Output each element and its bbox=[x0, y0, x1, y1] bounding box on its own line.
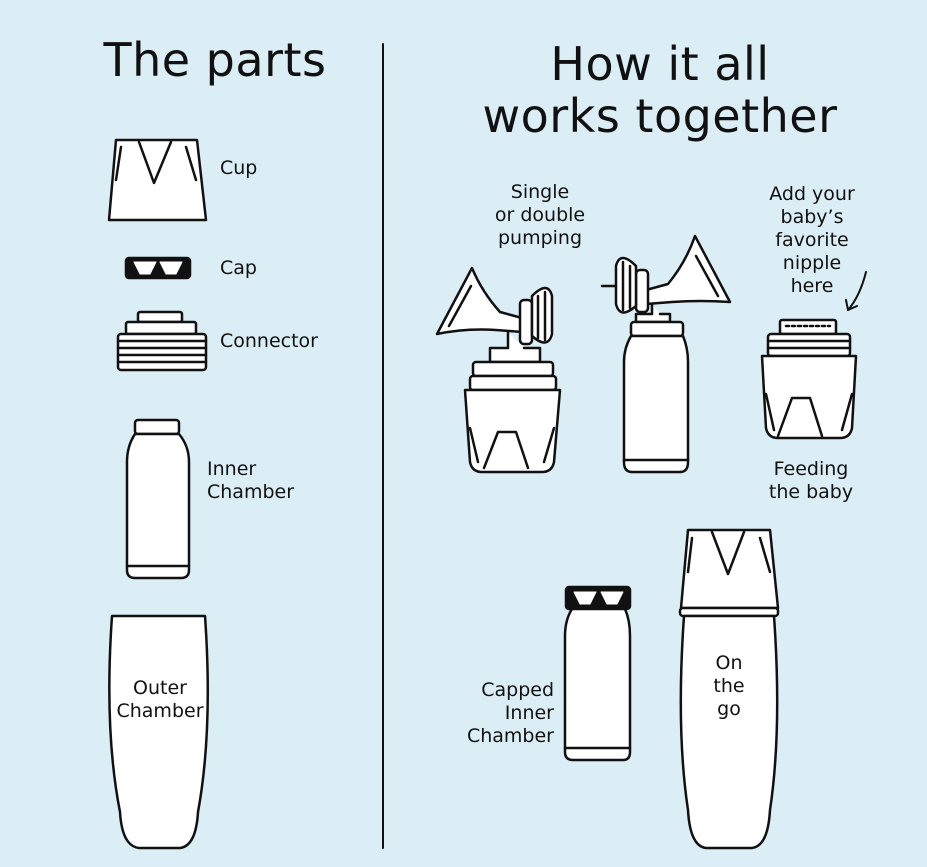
on-the-go-icon bbox=[680, 530, 778, 848]
label-line: Capped bbox=[481, 679, 554, 701]
arrow-icon bbox=[846, 272, 866, 310]
inner-chamber-icon bbox=[127, 420, 189, 578]
cap-icon bbox=[126, 258, 190, 278]
label-line: baby’s bbox=[780, 206, 844, 228]
label-line: or double bbox=[494, 204, 586, 226]
capped-inner-chamber-icon bbox=[565, 587, 630, 760]
label-outer-chamber: Outer Chamber bbox=[110, 677, 210, 723]
parts-title: The parts bbox=[103, 33, 327, 87]
label-capped-inner-chamber: Capped Inner Chamber bbox=[440, 679, 554, 748]
label-line: Chamber bbox=[116, 700, 204, 722]
feeding-assembly-icon bbox=[762, 320, 856, 438]
label-line: nipple bbox=[782, 252, 842, 274]
label-line: Add your bbox=[769, 183, 855, 205]
label-line: go bbox=[717, 698, 741, 720]
label-line: Chamber bbox=[466, 725, 554, 747]
label-line: Outer bbox=[133, 677, 187, 699]
label-inner-chamber: Inner Chamber bbox=[207, 458, 294, 504]
label-line: here bbox=[790, 275, 834, 297]
label-line: Inner bbox=[207, 458, 257, 480]
title-line-1: How it all bbox=[550, 37, 770, 91]
label-on-the-go: On the go bbox=[699, 652, 759, 721]
label-nipple: Add your baby’s favorite nipple here bbox=[752, 183, 872, 298]
label-line: Inner bbox=[504, 702, 554, 724]
label-pumping: Single or double pumping bbox=[480, 181, 600, 250]
connector-icon bbox=[118, 312, 206, 370]
label-line: favorite bbox=[775, 229, 849, 251]
label-line: On bbox=[715, 652, 743, 674]
label-connector: Connector bbox=[220, 330, 318, 352]
label-line: pumping bbox=[497, 227, 583, 249]
label-feeding: Feeding the baby bbox=[756, 458, 866, 504]
double-pump-icon bbox=[602, 236, 730, 472]
cup-icon bbox=[109, 140, 206, 220]
label-line: Feeding bbox=[773, 458, 849, 480]
how-it-works-title: How it all works together bbox=[440, 38, 880, 142]
label-cup: Cup bbox=[220, 157, 258, 179]
outer-chamber-icon bbox=[109, 616, 207, 848]
label-line: Chamber bbox=[207, 481, 295, 503]
label-line: the baby bbox=[768, 481, 854, 503]
label-cap: Cap bbox=[220, 257, 257, 279]
label-line: Single bbox=[510, 181, 570, 203]
title-line-2: works together bbox=[482, 89, 838, 143]
label-line: the bbox=[713, 675, 745, 697]
single-pump-icon bbox=[437, 268, 560, 472]
